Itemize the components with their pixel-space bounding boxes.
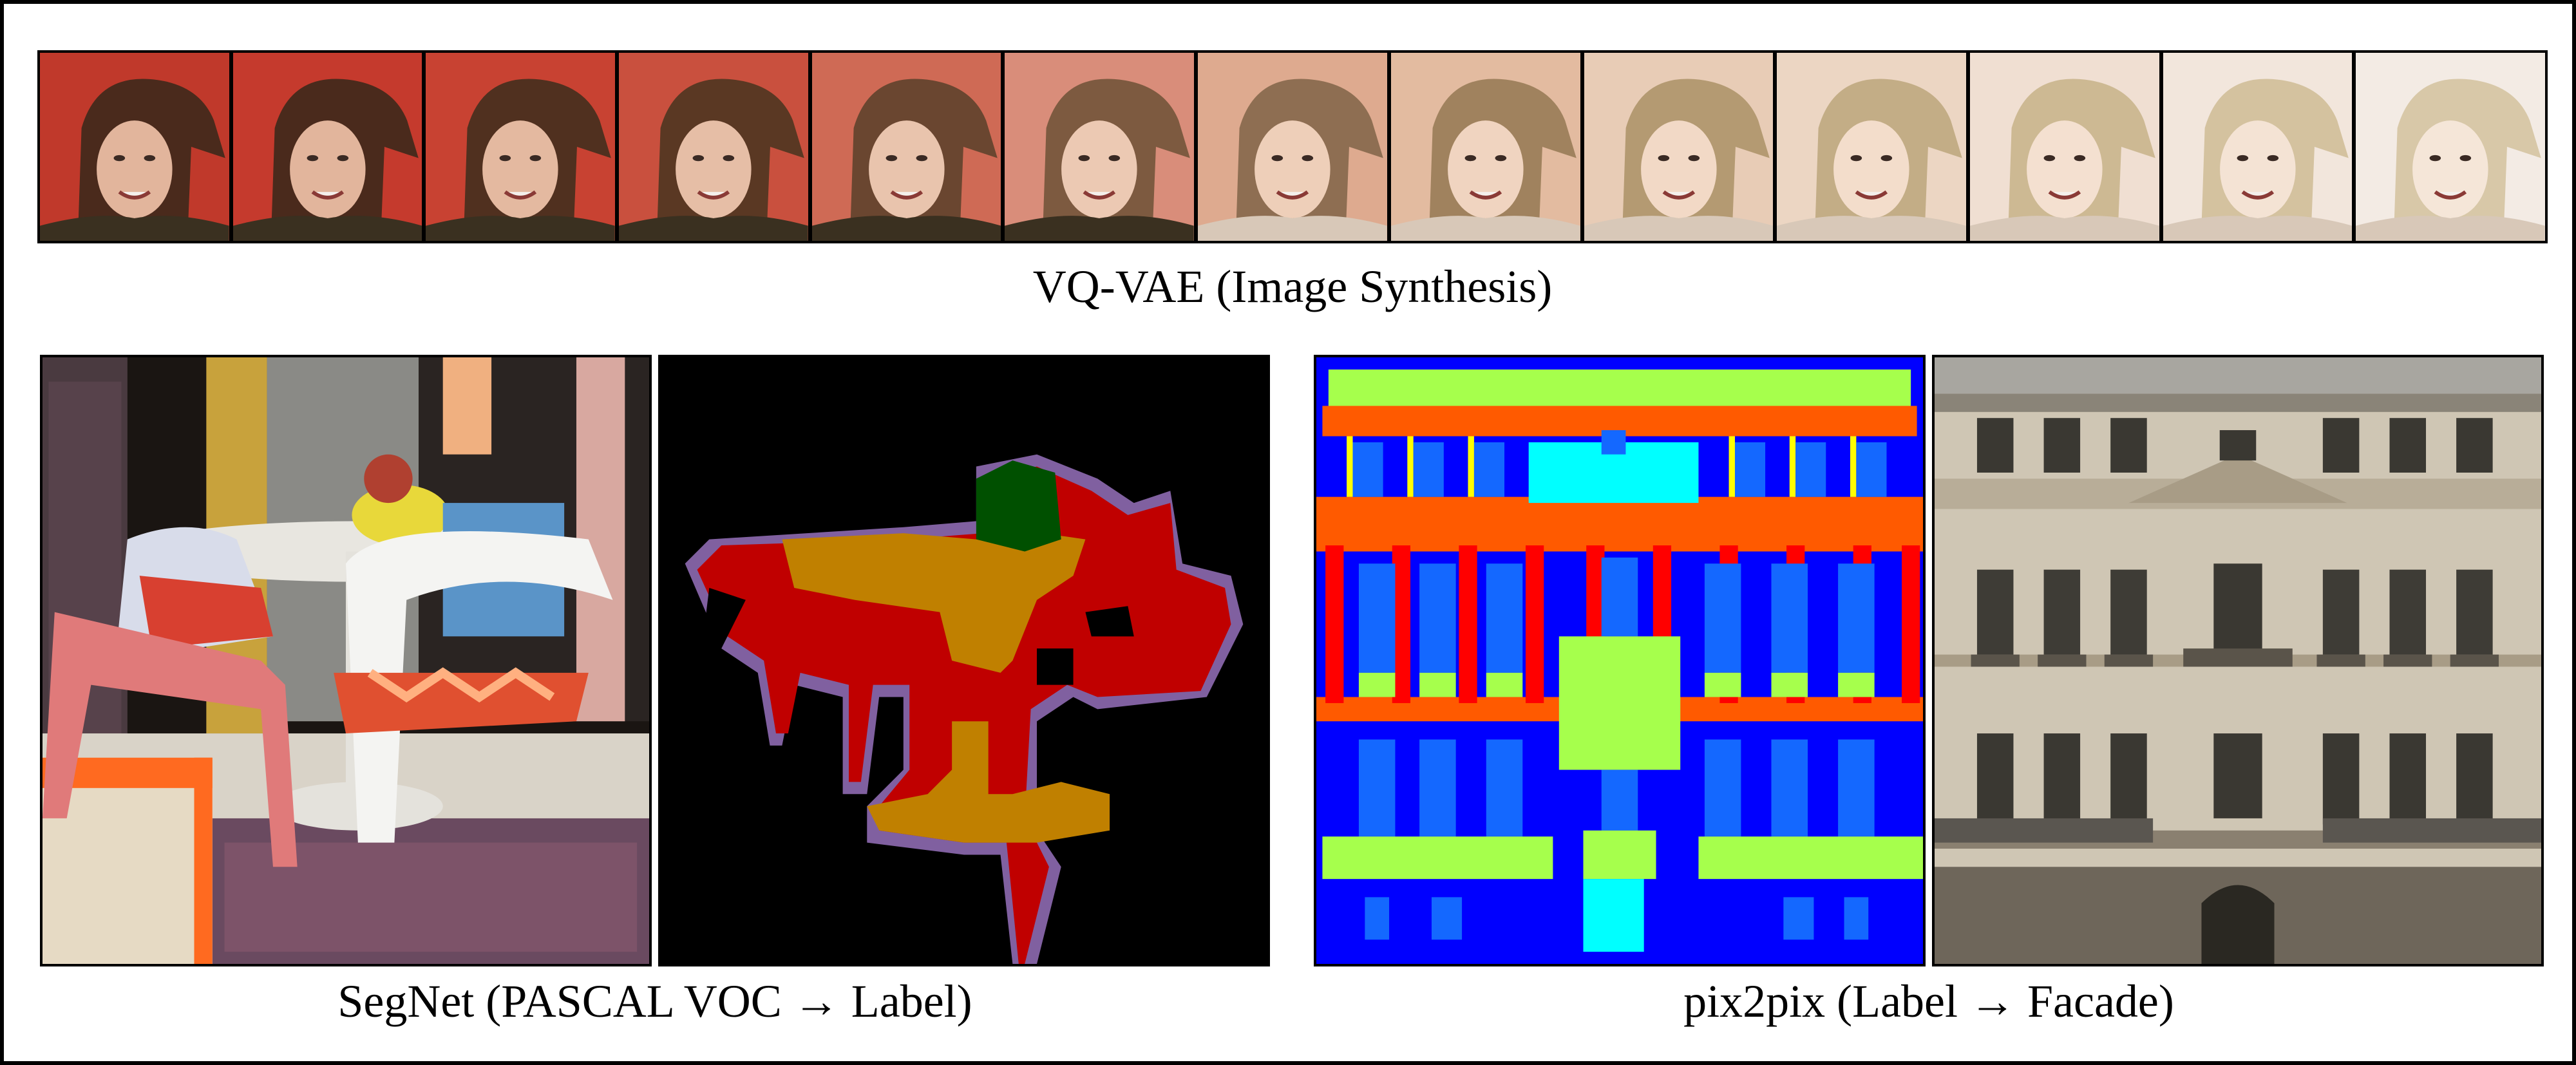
vqvae-frame (1969, 53, 2159, 241)
vqvae-frame (2356, 53, 2545, 241)
vqvae-image-strip (37, 50, 2548, 243)
segnet-input-photo (40, 355, 652, 966)
vqvae-frame (232, 53, 422, 241)
pix2pix-caption: pix2pix (Label → Facade) (1683, 975, 2174, 1027)
vqvae-frame (1777, 53, 1966, 241)
vqvae-frame (40, 53, 229, 241)
vqvae-frame (619, 53, 808, 241)
segnet-caption: SegNet (PASCAL VOC → Label) (337, 975, 972, 1027)
vqvae-frame (426, 53, 616, 241)
segnet-label-map (658, 355, 1270, 966)
vqvae-frame (1198, 53, 1387, 241)
vqvae-frame (811, 53, 1001, 241)
vqvae-frame (2163, 53, 2353, 241)
pix2pix-generated-facade (1932, 355, 2544, 966)
vqvae-caption: VQ-VAE (Image Synthesis) (1032, 261, 1553, 312)
vqvae-frame (1005, 53, 1195, 241)
vqvae-frame (1390, 53, 1580, 241)
vqvae-frame (1584, 53, 1774, 241)
pix2pix-label-map (1314, 355, 1926, 966)
